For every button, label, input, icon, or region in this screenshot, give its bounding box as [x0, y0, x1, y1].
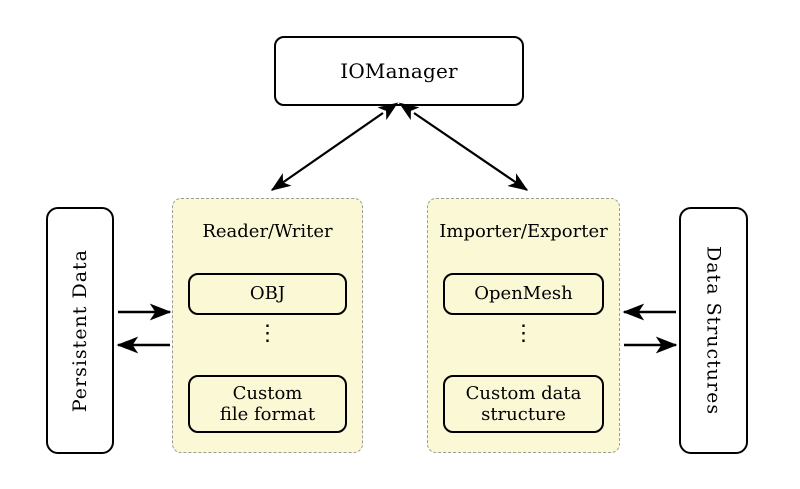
- ellipsis-vertical-icon: ⋮: [512, 321, 535, 346]
- node-custom-file-format: Custom file format: [188, 375, 347, 433]
- connector-iomanager-importer-exporter: [398, 102, 529, 191]
- group-reader-writer: Reader/Writer OBJ ⋮ Custom file format: [172, 198, 363, 453]
- node-openmesh: OpenMesh: [443, 273, 604, 315]
- node-persistent-data-label: Persistent Data: [69, 248, 91, 413]
- group-importer-exporter: Importer/Exporter OpenMesh ⋮ Custom data…: [427, 198, 620, 453]
- node-persistent-data: Persistent Data: [46, 207, 114, 454]
- connector-iomanager-reader-writer: [270, 102, 399, 191]
- group-importer-exporter-title: Importer/Exporter: [439, 221, 608, 242]
- node-iomanager-label: IOManager: [340, 59, 458, 83]
- node-iomanager: IOManager: [274, 36, 524, 106]
- node-custom-data-structure: Custom data structure: [443, 375, 604, 433]
- node-obj: OBJ: [188, 273, 347, 315]
- node-data-structures: Data Structures: [679, 207, 748, 454]
- group-reader-writer-title: Reader/Writer: [202, 221, 333, 242]
- ellipsis-vertical-icon: ⋮: [256, 321, 279, 346]
- node-data-structures-label: Data Structures: [702, 245, 725, 416]
